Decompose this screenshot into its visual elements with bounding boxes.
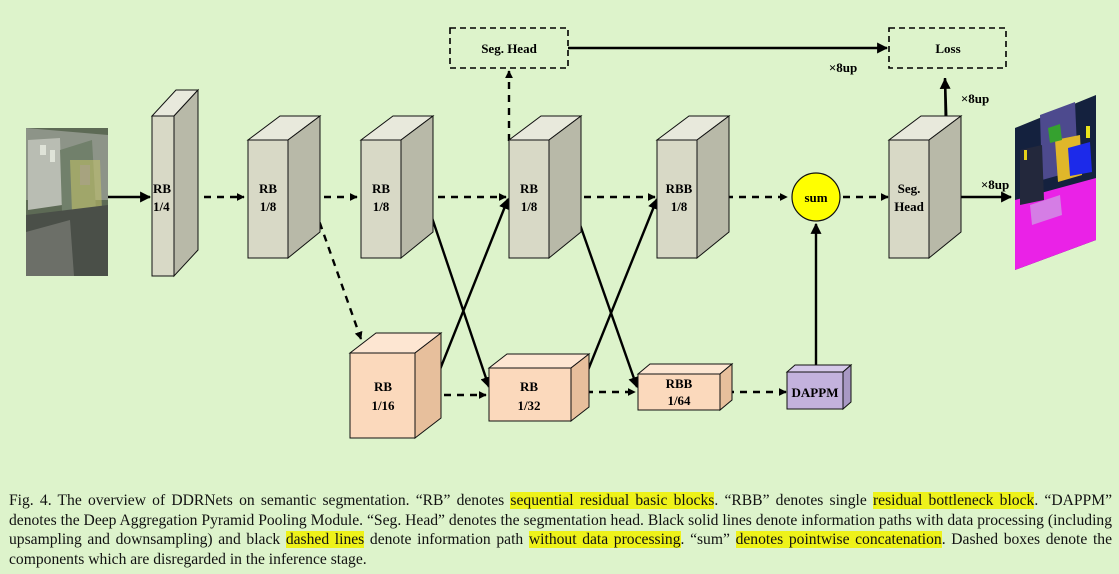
block-rb-eighth-3: RB 1/8 <box>507 115 583 260</box>
rb-eighth-1-label-type: RB <box>259 181 277 196</box>
sum-label: sum <box>804 190 827 205</box>
dashed-connections <box>178 70 889 399</box>
seg-head-final-label-line2: Head <box>894 199 924 214</box>
upsample-label-aux: ×8up <box>829 60 857 75</box>
rb-eighth-3-label-type: RB <box>520 181 538 196</box>
rb-eighth-2-label-type: RB <box>372 181 390 196</box>
figure-caption: Fig. 4. The overview of DDRNets on seman… <box>9 491 1112 569</box>
rbb-eighth-label-type: RBB <box>666 181 693 196</box>
aux-seg-head-box: Seg. Head <box>449 27 569 69</box>
caption-highlight: without data processing <box>528 531 681 548</box>
upsample-label-output: ×8up <box>981 177 1009 192</box>
rb-thirtysecond-label-type: RB <box>520 379 538 394</box>
rbb-sixtyfourth-label-type: RBB <box>666 376 693 391</box>
caption-text: . “sum” <box>680 531 736 548</box>
rb-quarter-label-type: RB <box>153 181 171 196</box>
rb-eighth-3-label-scale: 1/8 <box>521 199 538 214</box>
arrow-rb32-to-rbbeighth <box>578 197 659 391</box>
rbb-eighth-label-scale: 1/8 <box>671 199 688 214</box>
caption-highlight: sequential residual basic blocks <box>510 492 715 509</box>
caption-text: . “RBB” denotes single <box>714 492 873 509</box>
loss-label: Loss <box>935 41 960 56</box>
block-rb-eighth-2: RB 1/8 <box>359 115 435 260</box>
block-rb-quarter: RB 1/4 <box>150 88 200 278</box>
ddrnet-diagram: RB 1/4 RB 1/8 RB 1/8 RB 1/8 RBB 1/8 Seg.… <box>26 27 1096 440</box>
dappm-label: DAPPM <box>792 385 839 400</box>
block-rb-thirtysecond: RB 1/32 <box>487 352 591 423</box>
arrow-rb8c-to-rbb64 <box>569 198 639 389</box>
upsample-label-loss: ×8up <box>961 91 989 106</box>
caption-highlight: dashed lines <box>285 531 365 548</box>
rb-sixteenth-label-scale: 1/16 <box>371 398 395 413</box>
rb-sixteenth-label-type: RB <box>374 379 392 394</box>
arrow-rb16-to-rb8c <box>429 197 510 393</box>
aux-seg-head-label: Seg. Head <box>481 41 537 56</box>
rb-quarter-label-scale: 1/4 <box>153 199 170 214</box>
output-segmentation-image <box>1015 95 1096 270</box>
sum-node: sum <box>791 172 841 222</box>
caption-text: Fig. 4. The overview of DDRNets on seman… <box>9 492 511 509</box>
block-rb-sixteenth: RB 1/16 <box>348 331 443 440</box>
block-dappm: DAPPM <box>785 363 853 411</box>
caption-highlight: denotes pointwise concatenation <box>735 531 942 548</box>
caption-text: . “DAPPM” denotes the Deep Aggregation P… <box>9 492 1113 548</box>
block-rb-eighth-1: RB 1/8 <box>246 115 322 260</box>
input-street-image <box>26 128 108 276</box>
rbb-sixtyfourth-label-scale: 1/64 <box>667 393 691 408</box>
rb-eighth-2-label-scale: 1/8 <box>373 199 390 214</box>
caption-highlight: residual bottleneck block <box>872 492 1035 509</box>
block-seg-head-final: Seg. Head <box>887 115 963 260</box>
rb-eighth-1-label-scale: 1/8 <box>260 199 277 214</box>
block-rbb-sixtyfourth: RBB 1/64 <box>636 362 734 412</box>
caption-text: . Dashed boxes denote the components whi… <box>9 531 1112 568</box>
rb-thirtysecond-label-scale: 1/32 <box>517 398 540 413</box>
loss-box: Loss <box>888 27 1007 69</box>
seg-head-final-label-line1: Seg. <box>898 181 921 196</box>
arrow-rb8b-to-rb32 <box>423 196 492 389</box>
caption-text: denote information path <box>364 531 529 548</box>
block-rbb-eighth: RBB 1/8 <box>655 115 731 260</box>
